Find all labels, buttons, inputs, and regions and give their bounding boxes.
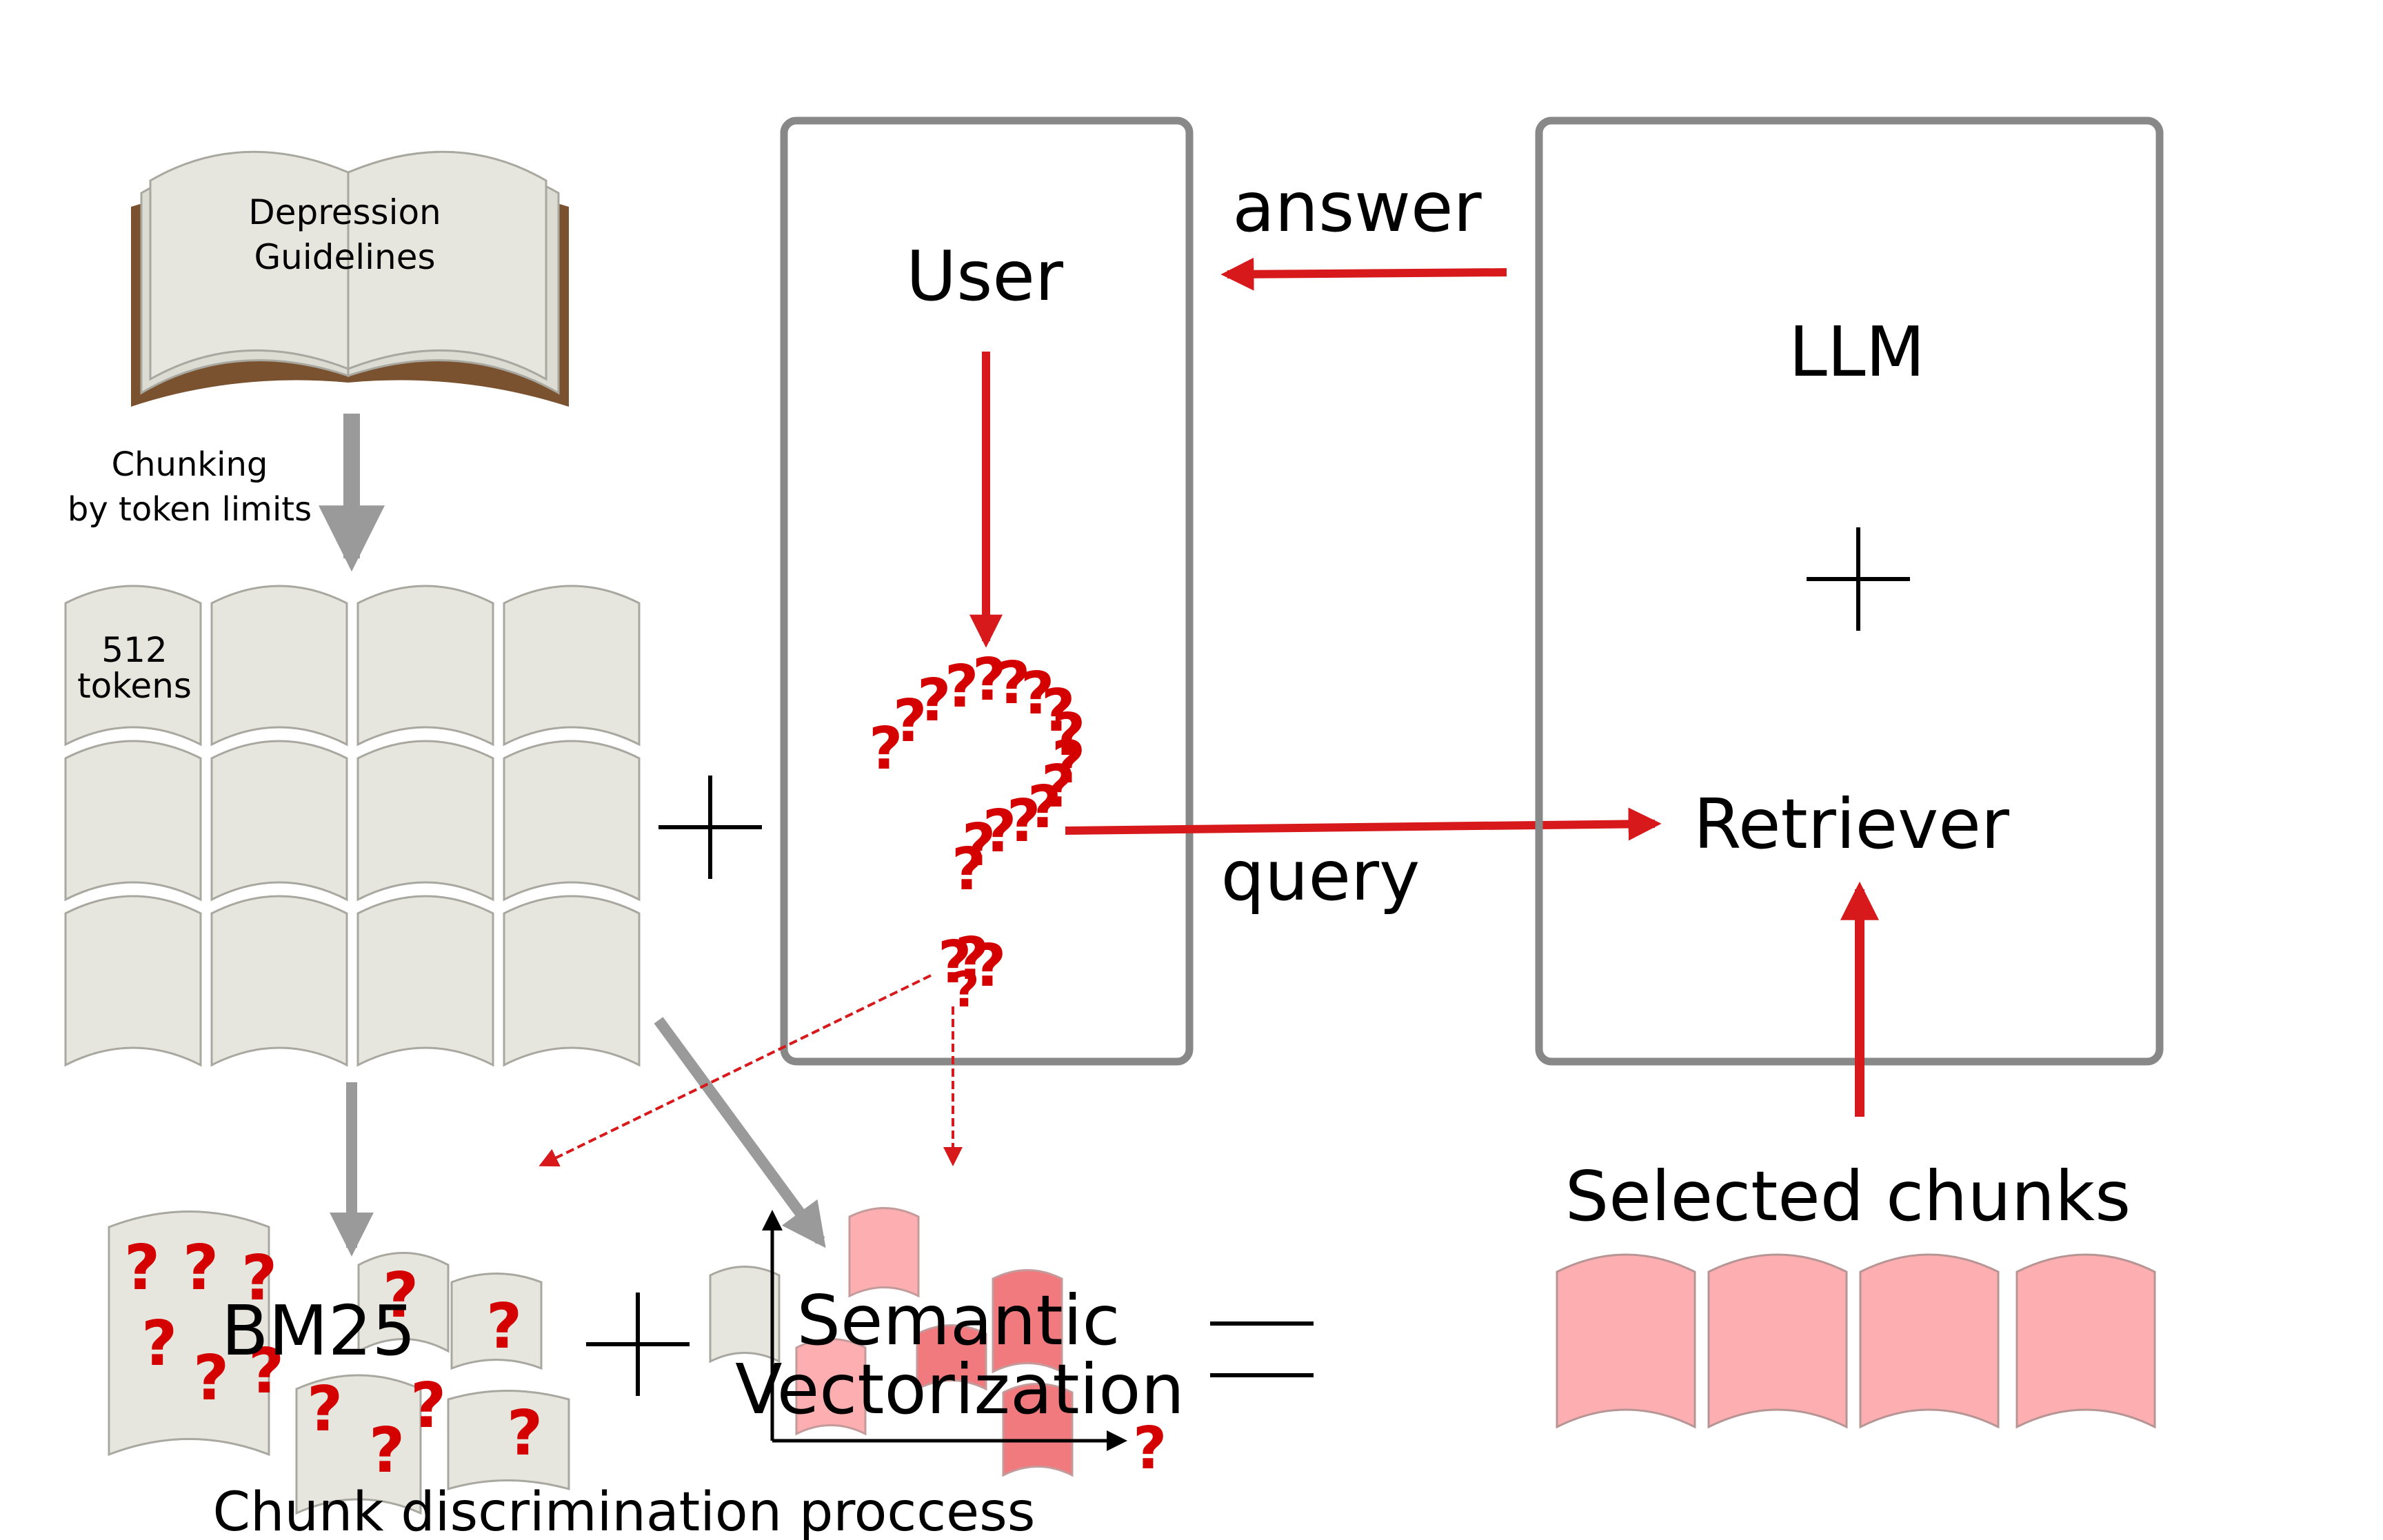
chunk-page bbox=[503, 585, 641, 747]
svg-text:?: ? bbox=[486, 1290, 522, 1363]
query-arrow bbox=[1065, 807, 1662, 841]
svg-text:?: ? bbox=[1041, 753, 1075, 821]
chunk-page bbox=[64, 740, 202, 902]
svg-text:?: ? bbox=[410, 1370, 446, 1442]
svg-text:?: ? bbox=[307, 1373, 343, 1446]
semantic-label-line1: Semantic bbox=[796, 1280, 1120, 1361]
bm25-pages bbox=[108, 1210, 570, 1515]
svg-text:?: ? bbox=[241, 1242, 277, 1315]
book-title-line2: Guidelines bbox=[254, 237, 435, 277]
svg-text:?: ? bbox=[869, 715, 903, 783]
chunk-grid bbox=[64, 585, 641, 1067]
svg-text:?: ? bbox=[952, 962, 980, 1018]
chunking-label-line2: by token limits bbox=[68, 490, 312, 529]
chunk-page bbox=[356, 895, 494, 1067]
chunk-page bbox=[64, 895, 202, 1067]
query-label: query bbox=[1221, 835, 1420, 916]
svg-text:?: ? bbox=[248, 1335, 284, 1408]
svg-text:?: ? bbox=[183, 1232, 219, 1304]
process-caption: Chunk discrimination proccess bbox=[213, 1481, 1036, 1540]
chunk-size-line2: tokens bbox=[77, 666, 192, 706]
svg-text:?: ? bbox=[893, 687, 927, 756]
svg-text:?: ? bbox=[369, 1415, 405, 1487]
plus-sign bbox=[1807, 527, 1910, 631]
user-box bbox=[780, 116, 1194, 1066]
selected-chunks-label: Selected chunks bbox=[1565, 1156, 2131, 1237]
guidelines-book-icon bbox=[131, 150, 569, 407]
chunk-page bbox=[503, 740, 641, 902]
svg-text:?: ? bbox=[1052, 729, 1085, 797]
svg-text:?: ? bbox=[124, 1232, 160, 1304]
equals-sign bbox=[1210, 1321, 1314, 1377]
selected-chunks bbox=[1556, 1253, 2156, 1429]
retriever-label: Retriever bbox=[1693, 784, 2010, 864]
svg-text:?: ? bbox=[952, 835, 985, 904]
book-title-line1: Depression bbox=[248, 192, 441, 232]
llm-box bbox=[1535, 116, 2164, 1066]
chunk-page bbox=[503, 895, 641, 1067]
question-cluster-icon: ? ? ? ? ? ? ? ? ? ? ? ? ? ? ? ? ? ? ? ? bbox=[869, 646, 1085, 1018]
svg-text:?: ? bbox=[507, 1397, 543, 1470]
svg-text:?: ? bbox=[972, 932, 1006, 1000]
svg-text:?: ? bbox=[1027, 773, 1061, 842]
answer-arrow bbox=[1220, 257, 1507, 291]
svg-text:?: ? bbox=[945, 653, 978, 721]
user-label: User bbox=[906, 236, 1064, 316]
svg-text:?: ? bbox=[193, 1342, 229, 1415]
answer-label: answer bbox=[1232, 167, 1482, 247]
svg-text:?: ? bbox=[996, 649, 1030, 718]
svg-text:?: ? bbox=[141, 1308, 177, 1380]
svg-text:?: ? bbox=[983, 798, 1016, 866]
svg-text:?: ? bbox=[962, 811, 996, 880]
llm-label: LLM bbox=[1789, 312, 1925, 392]
chunk-page bbox=[64, 585, 202, 747]
semantic-query-point: ? bbox=[1133, 1415, 1167, 1483]
plus-sign bbox=[658, 776, 762, 879]
svg-text:?: ? bbox=[383, 1259, 419, 1332]
bm25-label: BM25 bbox=[221, 1290, 416, 1371]
selected-chunk bbox=[2015, 1253, 2156, 1429]
semantic-vector-pages bbox=[709, 1207, 1074, 1477]
svg-text:?: ? bbox=[972, 646, 1006, 714]
chunk-size-line1: 512 bbox=[101, 630, 167, 670]
selected-chunk bbox=[1556, 1253, 1696, 1429]
selected-chunk bbox=[1707, 1253, 1848, 1429]
selected-chunk bbox=[1859, 1253, 2000, 1429]
svg-text:?: ? bbox=[1007, 787, 1040, 855]
svg-text:?: ? bbox=[1052, 701, 1085, 769]
semantic-label-line2: Vectorization bbox=[735, 1349, 1185, 1430]
svg-text:?: ? bbox=[955, 925, 989, 993]
svg-text:?: ? bbox=[938, 929, 972, 997]
query-to-bm25-dashed-arrow bbox=[539, 974, 932, 1167]
chunk-page bbox=[210, 585, 348, 747]
bm25-question-marks: ? ? ? ? ? ? ? ? ? ? ? ? bbox=[124, 1232, 543, 1487]
plus-sign bbox=[586, 1293, 690, 1396]
chunking-label-line1: Chunking bbox=[112, 445, 268, 484]
svg-text:?: ? bbox=[1020, 660, 1054, 728]
chunk-page bbox=[210, 895, 348, 1067]
chunk-page bbox=[356, 740, 494, 902]
chunk-page bbox=[210, 740, 348, 902]
svg-text:?: ? bbox=[917, 667, 951, 735]
chunk-page bbox=[356, 585, 494, 747]
grid-to-semantic-arrow bbox=[654, 1017, 826, 1248]
svg-text:?: ? bbox=[1041, 677, 1075, 745]
